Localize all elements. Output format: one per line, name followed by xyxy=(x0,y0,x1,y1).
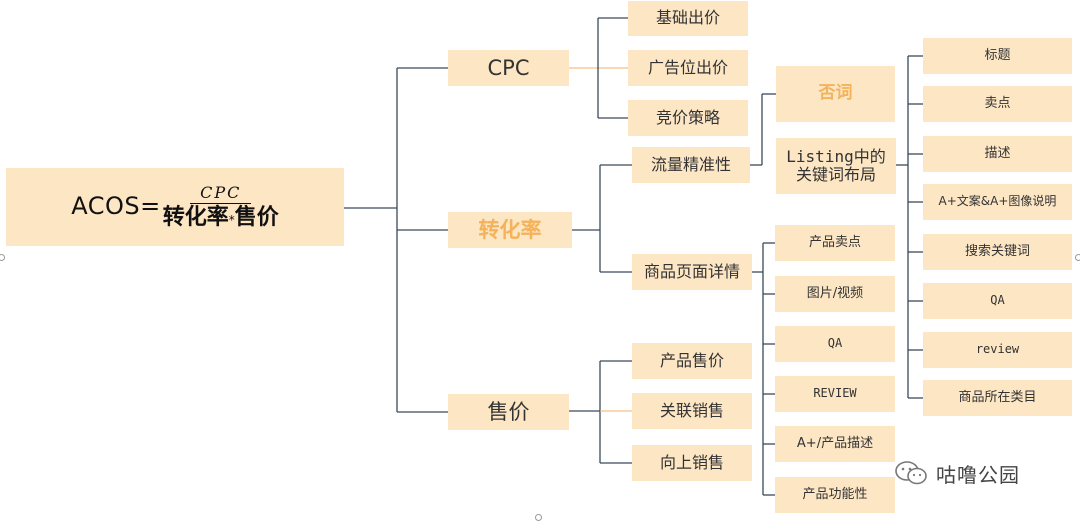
formula-lhs: ACOS= xyxy=(71,192,161,221)
node-review-keywords: review xyxy=(923,332,1072,368)
node-base-bid: 基础出价 xyxy=(628,1,748,36)
node-selling-points: 卖点 xyxy=(923,86,1072,122)
acos-formula-node: ACOS= CPC 转化率*售价 xyxy=(6,168,344,246)
formula-operator: * xyxy=(228,213,235,228)
formula-denominator-right: 售价 xyxy=(234,205,279,231)
node-product-category: 商品所在类目 xyxy=(923,380,1072,416)
node-description: 描述 xyxy=(923,136,1072,172)
node-title: 标题 xyxy=(923,38,1072,74)
node-qa-keywords: QA xyxy=(923,283,1072,319)
formula-denominator: 转化率*售价 xyxy=(163,204,279,230)
node-listing-keyword-layout: Listing中的 关键词布局 xyxy=(776,138,896,194)
node-upsell: 向上销售 xyxy=(632,445,752,481)
node-product-detail-page: 商品页面详情 xyxy=(632,254,752,290)
node-a-plus-copy: A+文案&A+图像说明 xyxy=(923,184,1072,220)
watermark: 咕噜公园 xyxy=(894,458,1020,488)
node-product-features: 产品卖点 xyxy=(775,225,895,261)
node-placement-bid: 广告位出价 xyxy=(628,50,748,86)
formula-denominator-left: 转化率 xyxy=(162,205,229,231)
node-a-plus-description: A+/产品描述 xyxy=(775,426,895,462)
resize-handle-left xyxy=(0,254,5,261)
acos-formula: ACOS= CPC 转化率*售价 xyxy=(71,183,279,231)
node-product-functionality: 产品功能性 xyxy=(775,477,895,513)
node-traffic-precision: 流量精准性 xyxy=(632,147,750,183)
node-negative-keywords: 否词 xyxy=(776,66,895,122)
node-bidding-strategy: 竞价策略 xyxy=(628,100,748,136)
node-related-sales: 关联销售 xyxy=(632,393,752,429)
node-qa: QA xyxy=(775,326,895,362)
resize-handle-right xyxy=(1075,254,1080,261)
node-search-terms: 搜索关键词 xyxy=(923,234,1072,270)
formula-numerator: CPC xyxy=(190,183,252,205)
watermark-text: 咕噜公园 xyxy=(936,462,1020,487)
node-images-video: 图片/视频 xyxy=(775,276,895,312)
node-cpc: CPC xyxy=(448,50,569,86)
node-product-price: 产品售价 xyxy=(632,343,752,379)
node-price: 售价 xyxy=(448,394,569,430)
node-conversion-rate: 转化率 xyxy=(448,212,572,248)
wechat-icon xyxy=(894,460,930,486)
node-review: REVIEW xyxy=(775,376,895,412)
formula-fraction: CPC 转化率*售价 xyxy=(163,183,279,231)
